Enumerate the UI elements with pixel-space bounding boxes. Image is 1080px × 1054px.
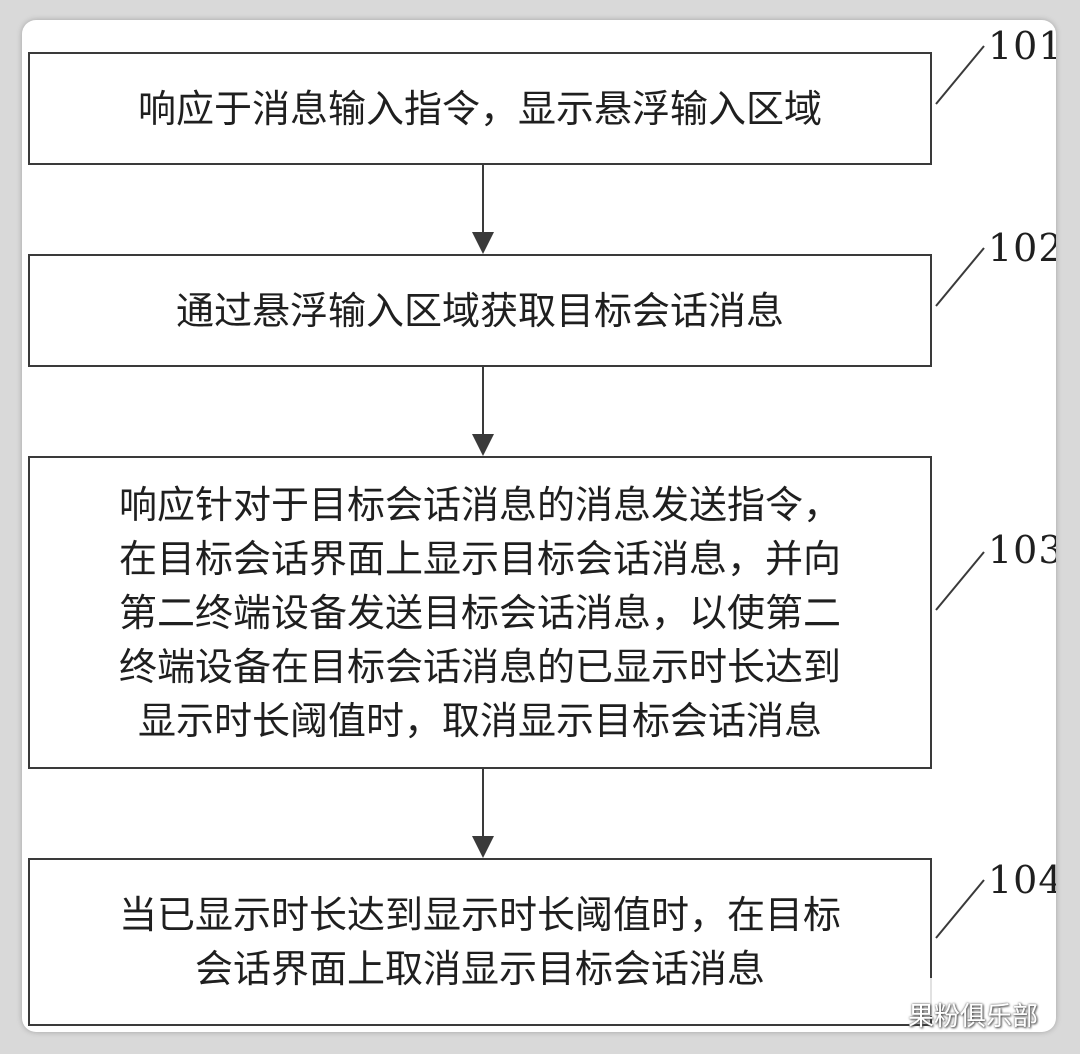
watermark-text: 果粉俱乐部 [908,1002,1039,1032]
arrowhead-101-to-102 [472,232,494,254]
step-box-104: 当已显示时长达到显示时长阈值时，在目标 会话界面上取消显示目标会话消息 [28,858,932,1026]
leader-line-101 [935,45,985,105]
step-box-103: 响应针对于目标会话消息的消息发送指令， 在目标会话界面上显示目标会话消息，并向 … [28,456,932,769]
step-label-102: 102 [988,226,1056,270]
step-text-104: 当已显示时长达到显示时长阈值时，在目标 会话界面上取消显示目标会话消息 [118,893,841,991]
step-text-101: 响应于消息输入指令，显示悬浮输入区域 [137,86,822,131]
leader-line-104 [935,879,985,939]
step-label-103: 103 [988,528,1056,572]
step-text-103: 响应针对于目标会话消息的消息发送指令， 在目标会话界面上显示目标会话消息，并向 … [118,482,841,743]
leader-line-103 [935,551,985,611]
leader-line-102 [935,247,985,307]
step-box-101: 响应于消息输入指令，显示悬浮输入区域 [28,52,932,165]
arrowhead-102-to-103 [472,434,494,456]
arrowhead-103-to-104 [472,836,494,858]
flowchart-figure: 响应于消息输入指令，显示悬浮输入区域 通过悬浮输入区域获取目标会话消息 响应针对… [22,20,1056,1032]
step-text-102: 通过悬浮输入区域获取目标会话消息 [175,288,784,333]
watermark-background [872,978,1032,1016]
step-label-104: 104 [988,858,1056,902]
step-box-102: 通过悬浮输入区域获取目标会话消息 [28,254,932,367]
step-label-101: 101 [988,24,1056,68]
